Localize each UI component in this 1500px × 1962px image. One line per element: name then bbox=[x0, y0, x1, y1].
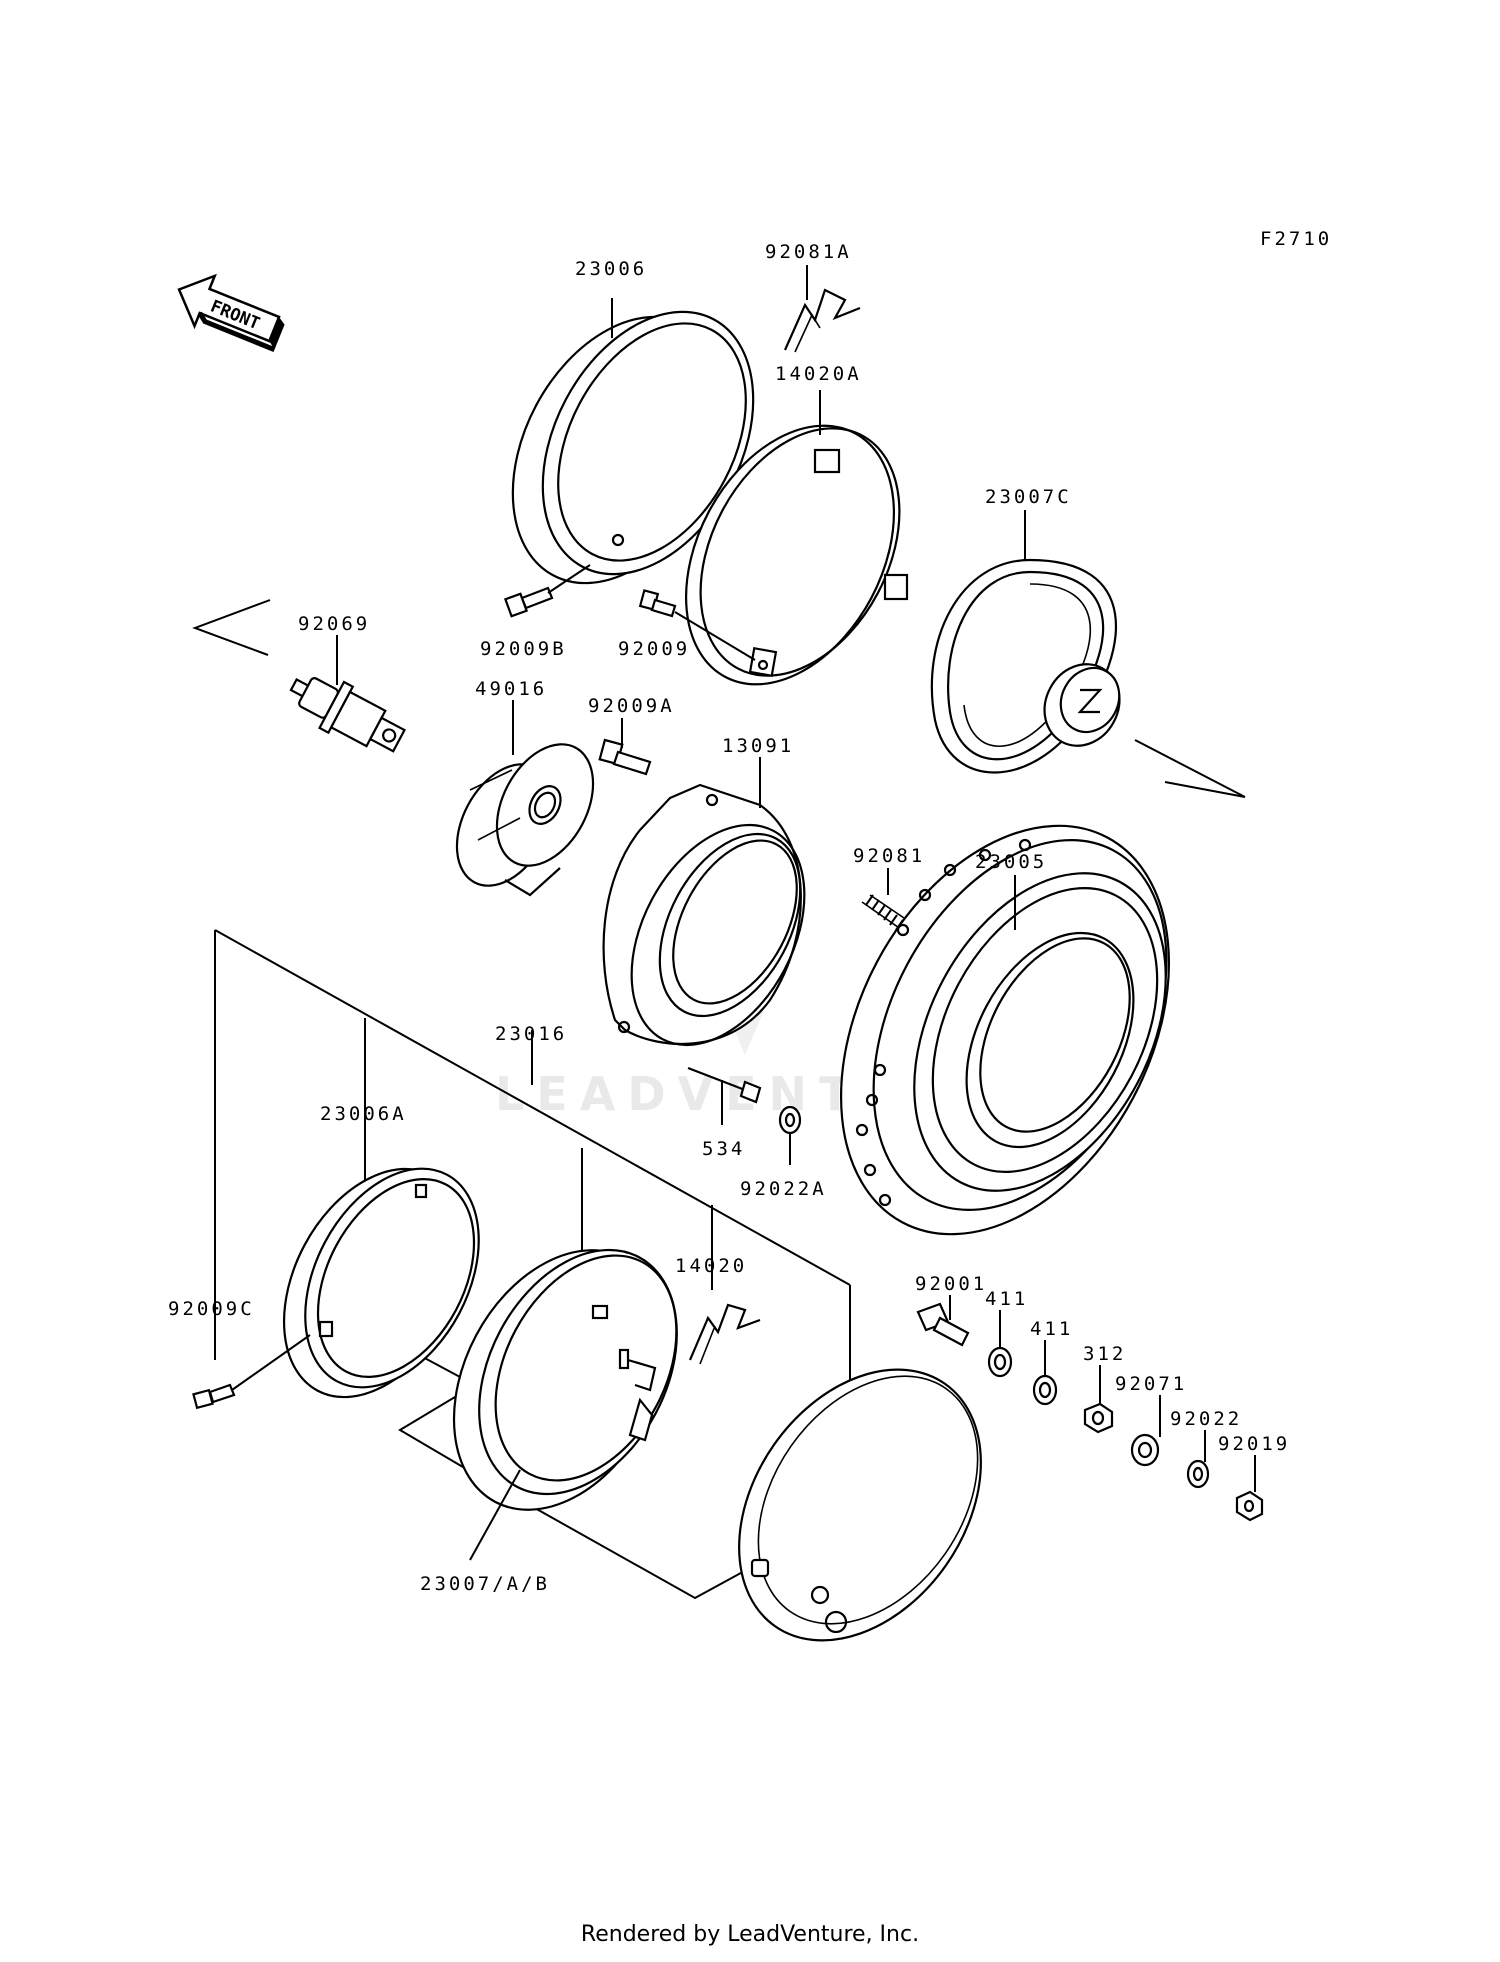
figure-code: F2710 bbox=[1260, 228, 1332, 250]
housing-23005 bbox=[839, 824, 1171, 1236]
pin-534 bbox=[687, 1066, 762, 1104]
footer-credit: Rendered by LeadVenture, Inc. bbox=[580, 1922, 920, 1947]
label-23006: 23006 bbox=[575, 258, 647, 280]
label-49016: 49016 bbox=[475, 678, 547, 700]
label-92009C: 92009C bbox=[168, 1298, 255, 1320]
label-23007-A-B: 23007/A/B bbox=[420, 1573, 550, 1595]
assembly-23016-brackets bbox=[214, 929, 851, 1600]
label-92009B: 92009B bbox=[480, 638, 567, 660]
clip-14020 bbox=[688, 1303, 761, 1365]
label-92069: 92069 bbox=[298, 613, 370, 635]
screw-92009B bbox=[503, 586, 554, 618]
label-411-b: 411 bbox=[1030, 1318, 1073, 1340]
screw-92009 bbox=[638, 589, 677, 618]
label-92071: 92071 bbox=[1115, 1373, 1187, 1395]
washer-92022A bbox=[778, 1105, 802, 1135]
label-411-a: 411 bbox=[985, 1288, 1028, 1310]
rim-ring-23006A bbox=[282, 1167, 480, 1399]
bolt-92001 bbox=[916, 1302, 970, 1347]
label-92019: 92019 bbox=[1218, 1433, 1290, 1455]
label-23007C: 23007C bbox=[985, 486, 1072, 508]
label-534: 534 bbox=[702, 1138, 745, 1160]
label-92022A: 92022A bbox=[740, 1178, 827, 1200]
band-14020A bbox=[684, 424, 909, 686]
label-92001: 92001 bbox=[915, 1273, 987, 1295]
washer-411-a bbox=[987, 1346, 1013, 1378]
label-14020: 14020 bbox=[675, 1255, 747, 1277]
label-92009: 92009 bbox=[618, 638, 690, 660]
bracket-13091 bbox=[602, 783, 806, 1047]
screw-92009C bbox=[192, 1383, 236, 1410]
socket-cover-49016 bbox=[455, 743, 595, 897]
label-312: 312 bbox=[1083, 1343, 1126, 1365]
spacer-92071 bbox=[1130, 1433, 1160, 1467]
washer-411-b bbox=[1032, 1374, 1058, 1406]
label-14020A: 14020A bbox=[775, 363, 862, 385]
nut-92019 bbox=[1235, 1490, 1264, 1522]
label-92022: 92022 bbox=[1170, 1408, 1242, 1430]
housing-23007C bbox=[930, 558, 1121, 774]
front-arrow-icon: FRONT bbox=[177, 273, 285, 352]
label-92009A: 92009A bbox=[588, 695, 675, 717]
headlight-lens bbox=[738, 1368, 982, 1642]
washer-92022 bbox=[1186, 1459, 1210, 1489]
bulb-socket-92069 bbox=[289, 677, 406, 753]
label-92081A: 92081A bbox=[765, 241, 852, 263]
rim-ring-23006 bbox=[511, 310, 755, 585]
label-92081: 92081 bbox=[853, 845, 925, 867]
screw-92009A bbox=[598, 738, 652, 776]
label-23006A: 23006A bbox=[320, 1103, 407, 1125]
label-23016: 23016 bbox=[495, 1023, 567, 1045]
label-13091: 13091 bbox=[722, 735, 794, 757]
label-23005: 23005 bbox=[975, 851, 1047, 873]
housing-23007-A-B bbox=[452, 1248, 678, 1511]
clip-92081A bbox=[783, 288, 861, 353]
nut-312 bbox=[1083, 1402, 1114, 1434]
